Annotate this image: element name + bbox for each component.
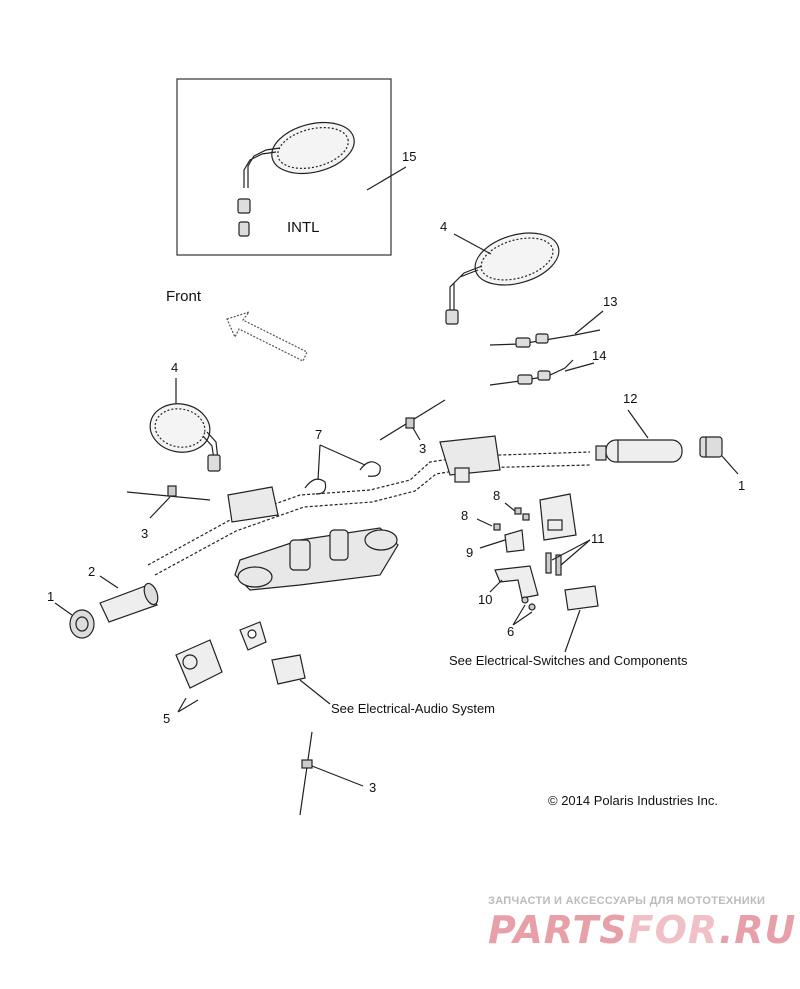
callout-13: 13 bbox=[603, 294, 618, 309]
callout-3-left: 3 bbox=[141, 526, 149, 541]
front-arrow bbox=[226, 310, 308, 362]
watermark-tagline: ЗАПЧАСТИ И АКСЕССУАРЫ ДЛЯ МОТОТЕХНИКИ bbox=[488, 895, 766, 907]
leader-9 bbox=[479, 539, 506, 549]
note-switches: See Electrical-Switches and Components bbox=[449, 653, 688, 668]
note-audio: See Electrical-Audio System bbox=[331, 701, 496, 716]
switch-housing-right bbox=[494, 493, 599, 611]
leader-11 bbox=[551, 539, 591, 566]
callout-5: 5 bbox=[163, 711, 171, 726]
callout-11: 11 bbox=[591, 531, 605, 546]
callout-12: 12 bbox=[623, 391, 638, 406]
watermark-brand-3: .RU bbox=[718, 908, 797, 952]
callout-3-center: 3 bbox=[419, 441, 427, 456]
leader-6 bbox=[512, 604, 533, 626]
leader-8-a bbox=[504, 502, 516, 512]
callout-10: 10 bbox=[478, 592, 493, 607]
leader-3-bottom bbox=[311, 765, 364, 787]
leader-2 bbox=[99, 575, 119, 589]
grip-left bbox=[99, 582, 159, 623]
tie-strap-bottom bbox=[299, 731, 313, 816]
leader-switches bbox=[564, 609, 581, 653]
cable-clips bbox=[304, 461, 381, 495]
leader-13 bbox=[574, 310, 604, 335]
inset-label-intl: INTL bbox=[287, 219, 320, 236]
intl-inset-box bbox=[176, 78, 392, 256]
mirror-right bbox=[445, 232, 560, 325]
master-cylinder-right bbox=[439, 435, 501, 483]
bar-end-right bbox=[699, 436, 723, 458]
leader-1-left bbox=[54, 602, 73, 616]
callout-6: 6 bbox=[507, 624, 515, 639]
callout-1-left: 1 bbox=[47, 589, 55, 604]
leader-5 bbox=[177, 697, 199, 713]
leader-4-top bbox=[453, 233, 492, 255]
leader-15 bbox=[366, 166, 407, 191]
callout-4-top: 4 bbox=[440, 219, 448, 234]
leader-10 bbox=[489, 579, 503, 593]
grip-right bbox=[595, 439, 683, 463]
callout-1-right: 1 bbox=[738, 478, 746, 493]
intl-mirror bbox=[237, 121, 355, 237]
watermark-brand-2: FOR bbox=[627, 908, 719, 952]
callout-2: 2 bbox=[88, 564, 96, 579]
throttle-cables bbox=[489, 329, 601, 386]
callout-14: 14 bbox=[592, 348, 607, 363]
callout-4-left: 4 bbox=[171, 360, 179, 375]
leader-3-left bbox=[149, 496, 171, 519]
tie-strap-center bbox=[379, 399, 446, 441]
mirror-left bbox=[149, 403, 221, 472]
callout-7: 7 bbox=[315, 427, 323, 442]
callout-15: 15 bbox=[402, 149, 417, 164]
leader-14 bbox=[564, 362, 595, 372]
tie-strap-left bbox=[126, 485, 211, 501]
leader-12 bbox=[627, 409, 649, 439]
copyright-text: © 2014 Polaris Industries Inc. bbox=[548, 793, 718, 808]
callout-8-b: 8 bbox=[461, 508, 469, 523]
leader-3-center bbox=[412, 427, 421, 441]
leader-audio bbox=[299, 679, 331, 705]
leader-8-b bbox=[476, 518, 493, 527]
front-label: Front bbox=[166, 288, 202, 305]
callout-3-bottom: 3 bbox=[369, 780, 377, 795]
watermark-brand-1: PARTS bbox=[488, 908, 628, 952]
leader-1-right bbox=[721, 455, 739, 475]
callout-8-a: 8 bbox=[493, 488, 501, 503]
master-cylinder-left bbox=[227, 486, 279, 523]
leader-7 bbox=[317, 444, 366, 481]
triple-clamp bbox=[234, 527, 399, 591]
bar-end-left bbox=[69, 609, 95, 639]
watermark-logo: PARTSFOR.RU bbox=[488, 908, 796, 952]
callout-9: 9 bbox=[466, 545, 474, 560]
switch-housing-left bbox=[175, 621, 306, 689]
